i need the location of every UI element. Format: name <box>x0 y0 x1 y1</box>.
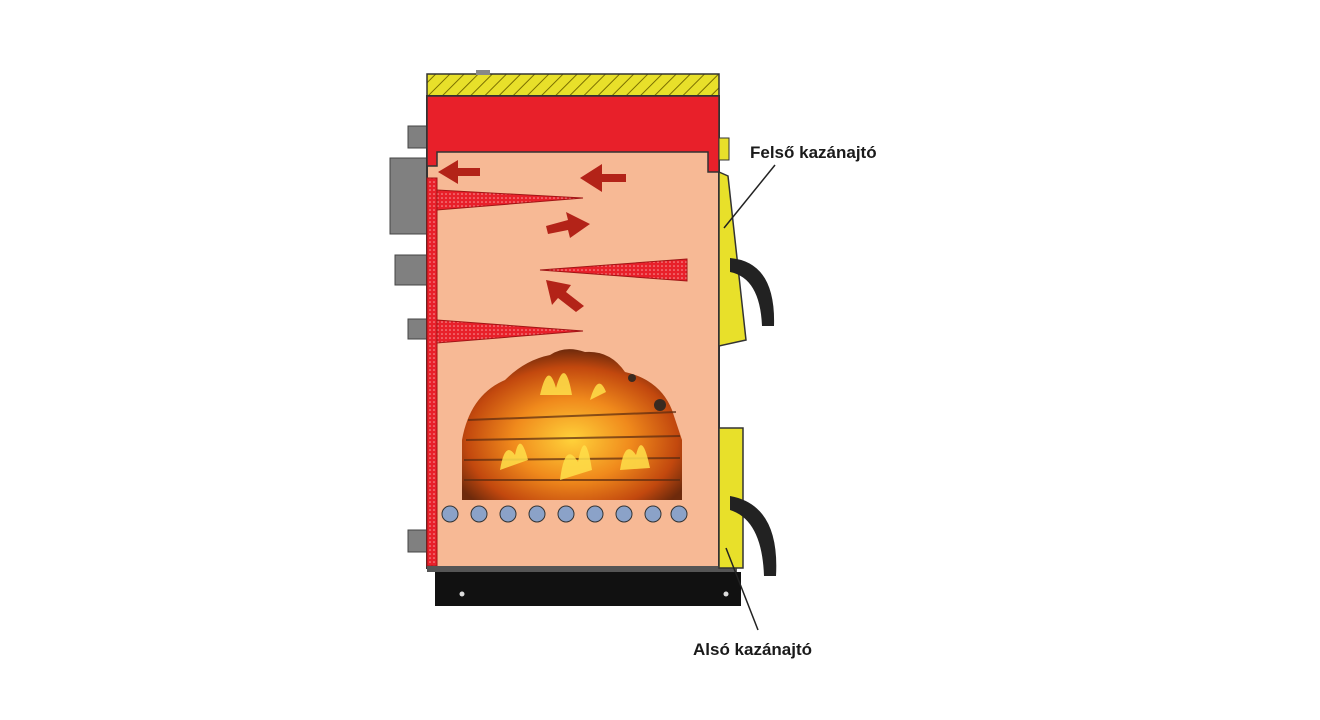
lower-door-label: Alsó kazánajtó <box>693 640 813 659</box>
grate-bar <box>670 505 688 523</box>
lower-door <box>718 427 777 576</box>
flow-arrow <box>438 160 480 184</box>
pipe-stub-top <box>407 125 429 149</box>
pipe-stub-lower <box>407 318 429 340</box>
pipe-stub-mid <box>394 254 429 286</box>
lower-door-handle <box>730 496 777 576</box>
pipe-stub-bottom <box>407 529 429 553</box>
base-bolt-right <box>723 591 729 597</box>
grate-bar <box>528 505 546 523</box>
baffle-lower <box>436 319 584 344</box>
top-heat-exchanger <box>426 95 720 173</box>
base-bolt-left <box>459 591 465 597</box>
baffle-middle <box>539 258 688 282</box>
grate-bar <box>644 505 662 523</box>
boiler-base <box>435 572 741 606</box>
fire-wood-pile <box>462 349 682 500</box>
flow-arrow <box>580 164 626 192</box>
leader-line-lower <box>725 547 759 631</box>
grate-bar <box>615 505 633 523</box>
flow-arrow <box>546 280 584 312</box>
grate-bar <box>586 505 604 523</box>
grate-bar <box>499 505 517 523</box>
upper-door-handle <box>730 258 775 326</box>
grate-bar <box>441 505 459 523</box>
top-lid <box>426 73 720 97</box>
boiler-base-plate <box>427 566 737 572</box>
grate-bars <box>441 505 688 523</box>
leader-line-upper <box>723 164 776 229</box>
grate-bar <box>557 505 575 523</box>
top-knob <box>476 70 490 75</box>
flow-arrow <box>546 212 590 238</box>
upper-door <box>718 137 775 347</box>
left-water-wall <box>426 177 438 567</box>
flow-arrows <box>438 160 626 312</box>
upper-door-label: Felső kazánajtó <box>750 143 877 162</box>
grate-bar <box>470 505 488 523</box>
baffle-upper <box>436 189 584 211</box>
flue-outlet <box>389 157 429 235</box>
